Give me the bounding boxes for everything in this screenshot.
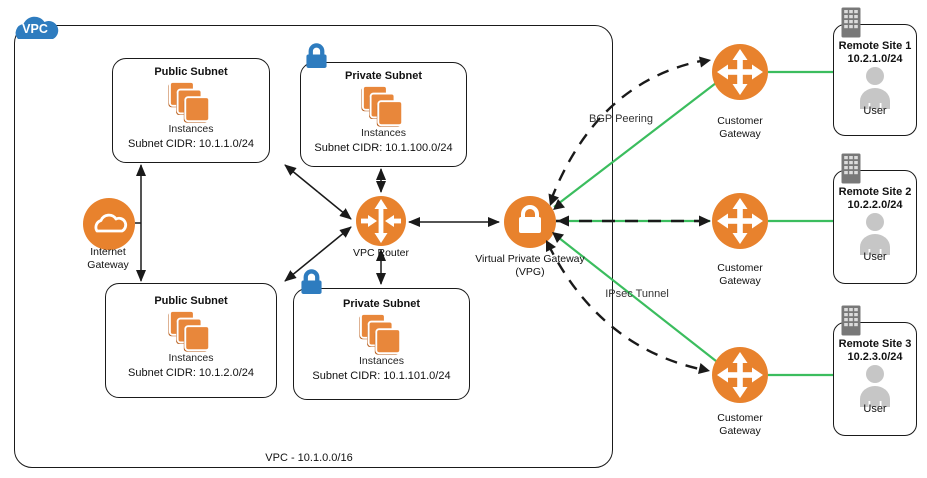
customer-gateway-1-label: Customer Gateway: [717, 115, 763, 140]
subnet-cidr: Subnet CIDR: 10.1.1.0/24: [128, 138, 254, 150]
office-building-icon: [841, 7, 861, 38]
instances-icon: [360, 84, 403, 127]
remote-site-2: Remote Site 2 10.2.2.0/24 User: [833, 170, 917, 284]
remote-site-title: Remote Site 1: [838, 40, 912, 52]
user-icon: [860, 213, 890, 255]
customer-gateway-3-label: Customer Gateway: [717, 412, 763, 437]
bgp-peering-label: BGP Peering: [588, 113, 653, 125]
public-subnet-1: Public Subnet Instances Subnet CIDR: 10.…: [112, 58, 270, 163]
user-icon: [860, 365, 890, 407]
remote-site-cidr: 10.2.1.0/24: [847, 53, 903, 65]
public-subnet-2: Public Subnet Instances Subnet CIDR: 10.…: [105, 283, 277, 398]
lock-icon: [301, 269, 322, 294]
remote-site-1: Remote Site 1 10.2.1.0/24 User: [833, 24, 917, 136]
customer-gateway-2-icon: [712, 193, 768, 249]
subnet-title: Public Subnet: [154, 295, 228, 307]
instances-icon: [358, 312, 401, 355]
remote-site-cidr: 10.2.3.0/24: [847, 351, 903, 363]
private-subnet-1: Private Subnet Instances Subnet CIDR: 10…: [300, 62, 467, 167]
user-label: User: [863, 251, 887, 263]
subnet-title: Private Subnet: [342, 298, 421, 310]
internet-gateway-label: Internet Gateway: [87, 246, 129, 271]
subnet-cidr: Subnet CIDR: 10.1.100.0/24: [314, 142, 453, 154]
user-label: User: [863, 403, 887, 415]
office-building-icon: [841, 153, 861, 184]
instances-label: Instances: [168, 123, 214, 135]
remote-site-cidr: 10.2.2.0/24: [847, 199, 903, 211]
ipsec-tunnel-label: IPsec Tunnel: [605, 288, 669, 300]
customer-gateway-2-label: Customer Gateway: [717, 262, 763, 287]
instances-label: Instances: [361, 127, 406, 139]
instances-icon: [168, 80, 211, 123]
user-label: User: [863, 105, 887, 117]
lock-icon: [306, 43, 327, 68]
subnet-title: Private Subnet: [344, 70, 423, 82]
remote-site-3: Remote Site 3 10.2.3.0/24 User: [833, 322, 917, 436]
instances-icon: [168, 309, 211, 352]
customer-gateway-1-icon: [712, 44, 768, 100]
remote-site-title: Remote Site 3: [838, 338, 912, 350]
vpc-cloud-icon: VPC: [15, 16, 59, 39]
subnet-cidr: Subnet CIDR: 10.1.2.0/24: [128, 367, 254, 379]
remote-site-title: Remote Site 2: [838, 186, 912, 198]
vpg-label: Virtual Private Gateway (VPG): [475, 253, 585, 278]
vpc-badge-label: VPC: [22, 22, 48, 36]
subnet-title: Public Subnet: [154, 66, 228, 78]
instances-label: Instances: [359, 355, 404, 367]
office-building-icon: [841, 305, 861, 336]
instances-label: Instances: [168, 352, 214, 364]
vpc-cidr-label: VPC - 10.1.0.0/16: [265, 452, 353, 464]
private-subnet-2: Private Subnet Instances Subnet CIDR: 10…: [293, 288, 470, 400]
subnet-cidr: Subnet CIDR: 10.1.101.0/24: [312, 370, 451, 382]
vpc-router-label: VPC Router: [352, 247, 410, 259]
user-icon: [860, 67, 890, 109]
customer-gateway-3-icon: [712, 347, 768, 403]
